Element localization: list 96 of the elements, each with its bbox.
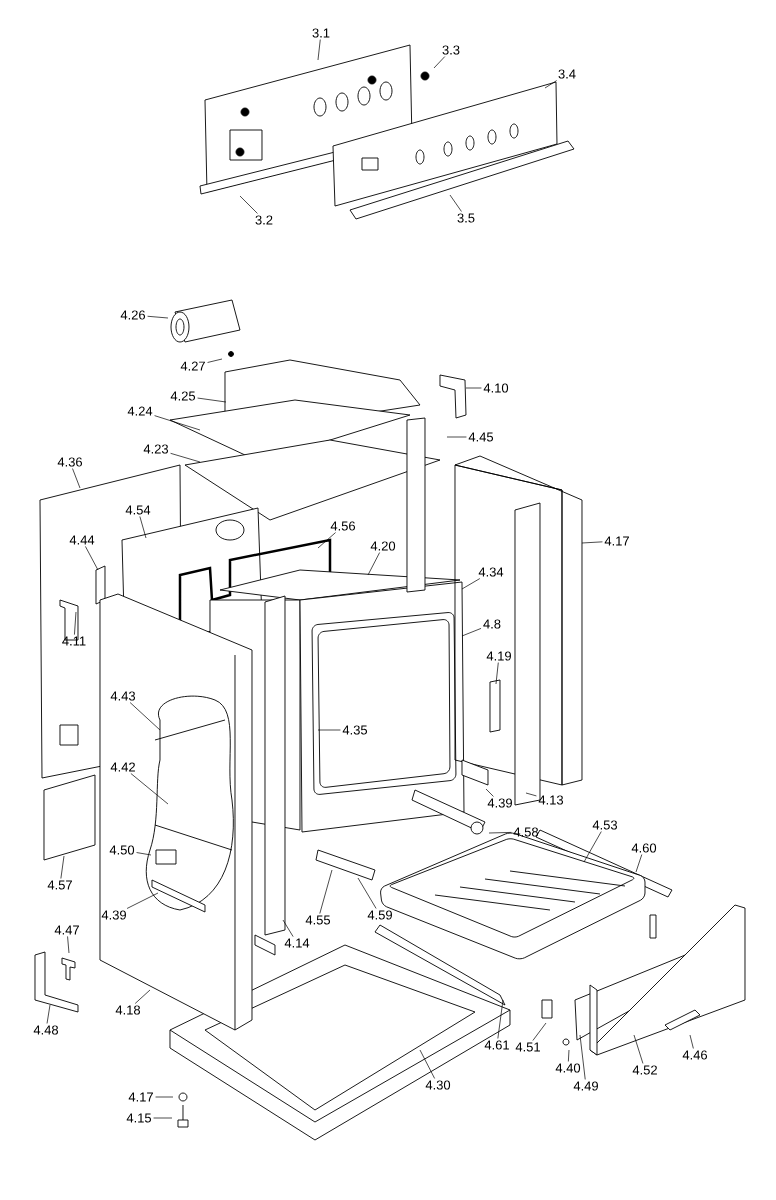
leader-line xyxy=(419,1049,435,1079)
leader-line xyxy=(139,516,147,539)
callout-number: 4.61 xyxy=(484,1040,509,1050)
callout-number: 4.26 xyxy=(120,310,146,320)
callout-number: 4.42 xyxy=(110,762,135,772)
leader-line xyxy=(239,195,258,214)
callout-number: 4.10 xyxy=(483,383,509,393)
callout-number: 4.47 xyxy=(54,925,79,935)
leader-line xyxy=(689,1034,694,1049)
callout-number: 3.3 xyxy=(442,45,460,55)
callout-number: 4.39 xyxy=(101,910,126,920)
leader-line xyxy=(433,56,446,69)
leader-line xyxy=(579,1034,586,1080)
leader-line xyxy=(367,552,380,576)
callout-number: 4.46 xyxy=(682,1050,708,1060)
callout-number: 4.40 xyxy=(555,1063,581,1073)
callout-number: 4.49 xyxy=(573,1081,598,1091)
callout-number: 4.14 xyxy=(284,938,310,948)
leader-line xyxy=(130,773,169,805)
callout-number: 4.11 xyxy=(62,636,86,646)
callout-number: 3.5 xyxy=(457,213,475,223)
callout-number: 4.30 xyxy=(425,1080,451,1090)
callout-number: 4.17 xyxy=(604,536,629,546)
callout-number: 4.39 xyxy=(487,798,512,808)
leader-line xyxy=(129,702,161,731)
callout-number: 4.58 xyxy=(513,827,539,837)
callout-number: 4.48 xyxy=(33,1025,59,1035)
leader-line xyxy=(633,1034,644,1064)
callout-number: 4.59 xyxy=(367,910,392,920)
callout-number: 4.20 xyxy=(370,541,396,551)
callout-number: 4.8 xyxy=(483,619,501,629)
leader-line xyxy=(153,1117,173,1119)
callout-number: 4.24 xyxy=(127,406,153,416)
leader-line xyxy=(197,397,227,403)
leader-line xyxy=(581,541,603,544)
callout-number: 4.35 xyxy=(342,725,368,735)
callout-number: 4.27 xyxy=(180,361,205,371)
leader-line xyxy=(635,854,643,873)
callout-number: 4.17 xyxy=(128,1092,153,1102)
callout-number: 4.60 xyxy=(631,843,657,853)
callout-number: 4.45 xyxy=(468,432,494,442)
leader-line xyxy=(317,532,336,549)
leader-line xyxy=(126,892,159,909)
leader-line xyxy=(85,546,99,571)
callout-number: 4.36 xyxy=(57,457,83,467)
callout-number: 3.4 xyxy=(558,69,576,79)
leader-line xyxy=(465,387,482,389)
callout-number: 4.57 xyxy=(47,880,72,890)
callout-number: 3.2 xyxy=(255,215,273,225)
callout-number: 4.56 xyxy=(330,521,356,531)
callout-number: 4.55 xyxy=(305,915,331,925)
callout-number: 4.51 xyxy=(515,1042,540,1052)
leader-line xyxy=(461,578,481,590)
leader-line xyxy=(449,194,462,212)
leader-line xyxy=(485,788,494,797)
callout-number: 4.15 xyxy=(126,1113,152,1123)
leader-line xyxy=(170,452,201,463)
callout-number: 4.18 xyxy=(115,1005,141,1015)
leader-line xyxy=(317,39,321,61)
leader-line xyxy=(74,611,77,635)
leader-line xyxy=(568,1049,570,1062)
leader-line xyxy=(134,989,151,1004)
leader-line xyxy=(319,869,333,914)
callout-number: 4.53 xyxy=(592,820,618,830)
leader-line xyxy=(357,877,377,909)
leader-line xyxy=(147,315,169,319)
leader-line xyxy=(60,855,65,879)
callout-number: 4.44 xyxy=(69,535,95,545)
leader-line xyxy=(67,936,70,954)
leader-line xyxy=(488,832,512,834)
leader-line xyxy=(532,1022,547,1041)
leader-line xyxy=(525,792,537,797)
leader-line xyxy=(154,415,201,431)
callout-number: 4.25 xyxy=(170,391,196,401)
leader-line xyxy=(461,628,482,637)
callout-number: 4.54 xyxy=(125,505,151,515)
leader-line xyxy=(317,729,341,731)
leader-line xyxy=(446,436,467,438)
leader-line xyxy=(583,831,602,863)
leader-line xyxy=(282,919,294,937)
leader-line xyxy=(207,358,223,363)
leader-line xyxy=(46,1004,51,1024)
callout-number: 4.23 xyxy=(143,444,169,454)
callout-number: 4.19 xyxy=(486,651,511,661)
leader-line xyxy=(544,80,558,89)
leader-line xyxy=(497,999,504,1039)
leader-line xyxy=(136,852,152,856)
leader-line xyxy=(155,1096,174,1098)
leader-line xyxy=(72,468,81,489)
callout-number: 4.13 xyxy=(538,795,564,805)
leader-line xyxy=(495,662,499,685)
callout-number: 4.43 xyxy=(110,691,136,701)
callout-number: 4.52 xyxy=(632,1065,657,1075)
callout-number: 4.50 xyxy=(109,845,135,855)
callout-number: 3.1 xyxy=(312,28,330,38)
callout-number: 4.34 xyxy=(478,567,504,577)
